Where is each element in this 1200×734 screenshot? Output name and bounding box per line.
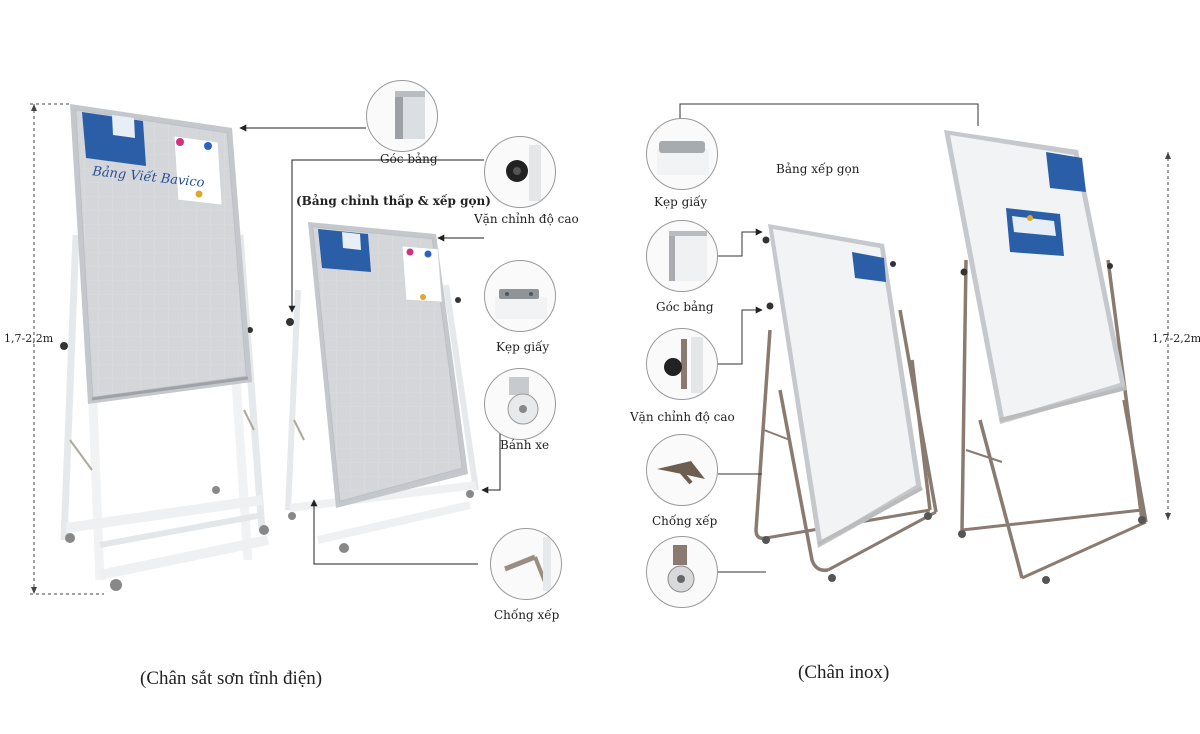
label-goc-bang-inox: Góc bảng bbox=[656, 300, 714, 314]
inox-folding-brace-circle bbox=[646, 434, 718, 506]
inox-corner-circle bbox=[646, 220, 718, 292]
label-van-chinh: Vặn chỉnh độ cao bbox=[474, 212, 579, 226]
label-banh-xe: Bánh xe bbox=[500, 438, 550, 452]
paper-clip-detail-circle bbox=[484, 260, 556, 332]
height-knob-detail-circle bbox=[484, 136, 556, 208]
label-van-chinh-inox: Vặn chỉnh độ cao bbox=[630, 410, 735, 424]
inox-wheel-circle bbox=[646, 536, 718, 608]
right-board-tall bbox=[944, 130, 1148, 584]
wheel-detail-circle bbox=[484, 368, 556, 440]
left-board-tall bbox=[60, 104, 270, 591]
right-board-small bbox=[754, 224, 938, 582]
left-dimension-line bbox=[30, 103, 104, 595]
right-caption: (Chân inox) bbox=[798, 662, 890, 683]
left-caption: (Chân sắt sơn tĩnh điện) bbox=[140, 668, 323, 689]
label-kep-giay: Kẹp giấy bbox=[496, 340, 550, 354]
right-dimension-label: 1,7-2,2m bbox=[1152, 332, 1200, 345]
left-board-short bbox=[285, 222, 479, 553]
right-title-note: Bảng xếp gọn bbox=[776, 162, 860, 176]
label-chong-xep: Chống xếp bbox=[494, 608, 560, 622]
right-dimension-line bbox=[1165, 152, 1171, 520]
label-kep-giay-inox: Kẹp giấy bbox=[654, 195, 708, 209]
folding-brace-detail-circle bbox=[490, 528, 562, 600]
left-title-note: (Bảng chỉnh thấp & xếp gọn) bbox=[296, 194, 491, 208]
inox-paper-clip-circle bbox=[646, 118, 718, 190]
corner-detail-circle bbox=[366, 80, 438, 152]
inox-height-knob-circle bbox=[646, 328, 718, 400]
label-goc-bang: Góc bảng bbox=[380, 152, 438, 166]
left-dimension-label: 1,7-2,2m bbox=[4, 332, 54, 345]
label-chong-xep-inox: Chống xếp bbox=[652, 514, 718, 528]
right-callout-lines bbox=[679, 103, 979, 573]
